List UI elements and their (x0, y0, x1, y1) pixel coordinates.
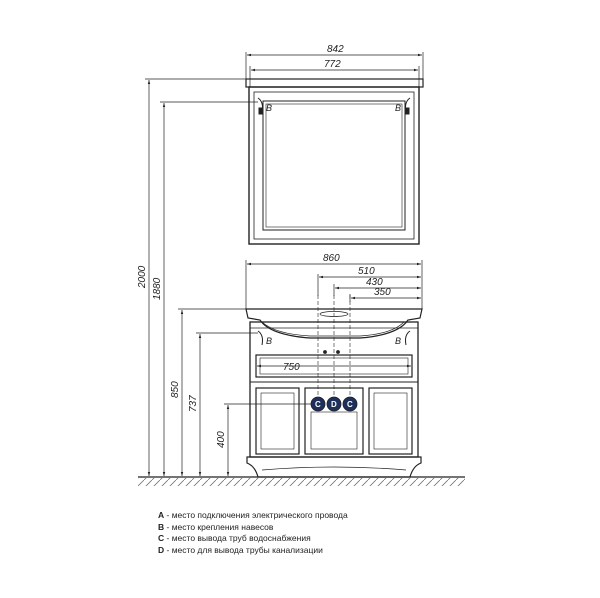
floor (138, 476, 465, 486)
legend-letter-b: B (158, 521, 165, 532)
cabinet-body (249, 321, 419, 458)
pipe-label-c-left: C (315, 400, 321, 409)
marker-b-cabinet-left: B (266, 336, 272, 346)
mirror-glass (262, 100, 406, 231)
dim-text-1880: 1880 (152, 277, 163, 300)
mirror-top-cornice (245, 78, 424, 88)
legend-text-a: - место подключения электрического прово… (164, 510, 348, 520)
dim-text-350: 350 (374, 287, 391, 298)
legend-text-d: - место для вывода трубы канализации (164, 544, 323, 555)
dim-text-850: 850 (170, 381, 181, 398)
legend-row-b: B - место крепления навесов (158, 522, 348, 534)
pipe-outlets: C D C (310, 396, 358, 412)
dim-text-772: 772 (324, 59, 341, 70)
dim-text-430: 430 (366, 277, 383, 288)
legend-row-d: D - место для вывода трубы канализации (158, 545, 348, 557)
legend-letter-c: C (158, 533, 165, 543)
legend-letter-a: A (158, 510, 165, 520)
pipe-outlet-d (326, 396, 342, 412)
dim-text-2000: 2000 (137, 265, 148, 289)
height-dimensions (145, 78, 311, 476)
mirror-dimensions (245, 52, 424, 87)
door-left (255, 387, 300, 455)
cabinet-width-dimensions (245, 260, 423, 368)
legend-letter-d: D (158, 544, 165, 555)
marker-b-mirror-right: B (395, 103, 401, 113)
legend: A - место подключения электрического про… (158, 510, 348, 556)
legend-text-c: - место вывода труб водоснабжения (164, 533, 311, 543)
mirror-outer-frame (248, 86, 420, 245)
pipe-label-c-right: C (347, 400, 353, 409)
vanity-cabinet (245, 295, 423, 478)
dim-text-842: 842 (327, 44, 344, 55)
pipe-outlet-c-right (342, 396, 358, 412)
pipe-label-d: D (331, 400, 337, 409)
door-right (368, 387, 413, 455)
marker-b-cabinet-right: B (395, 336, 401, 346)
washbasin (245, 308, 423, 339)
marker-b-mirror-left: B (266, 103, 272, 113)
legend-row-a: A - место подключения электрического про… (158, 510, 348, 522)
legend-text-b: - место крепления навесов (164, 521, 274, 532)
dim-text-750: 750 (283, 362, 300, 373)
dim-text-400: 400 (216, 431, 227, 448)
legend-row-c: C - место вывода труб водоснабжения (158, 533, 348, 545)
dim-text-737: 737 (188, 395, 199, 412)
dim-text-510: 510 (358, 266, 375, 277)
dim-text-860: 860 (323, 253, 340, 264)
mirror (245, 78, 424, 245)
